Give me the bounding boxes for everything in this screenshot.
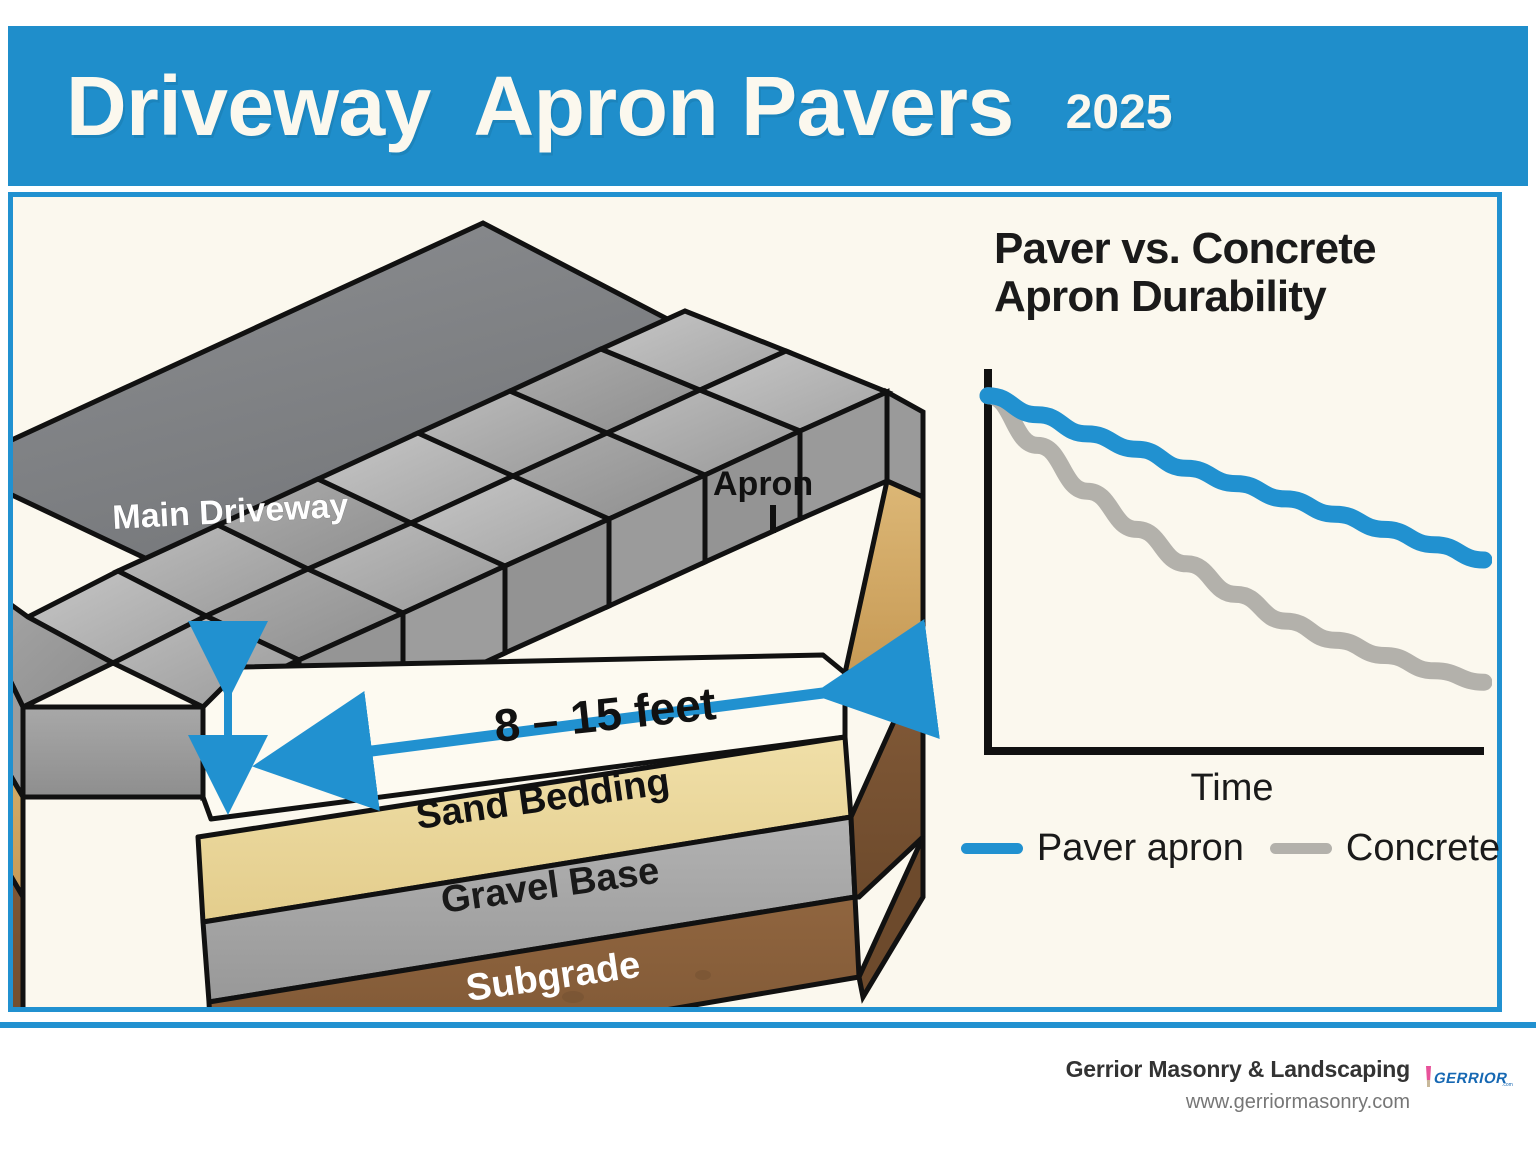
legend-item-paver-apron: Paver apron xyxy=(960,827,1244,870)
body-panel: Main Driveway Apron 8 – 15 feet Sand Bed… xyxy=(8,192,1502,1012)
driveway-cutaway-diagram: Main Driveway Apron 8 – 15 feet Sand Bed… xyxy=(13,197,958,1007)
chart-plot-area xyxy=(979,369,1492,755)
legend-swatch-concrete xyxy=(1269,843,1332,854)
footer-company-name: Gerrior Masonry & Landscaping xyxy=(1065,1056,1411,1082)
header-year-badge: 2025 xyxy=(1065,86,1173,139)
header-banner: Driveway Apron Pavers 2025 xyxy=(8,26,1528,186)
durability-chart: Paver vs. Concrete Apron Durability Time… xyxy=(958,197,1500,1007)
footer-divider xyxy=(0,1022,1536,1028)
soil-texture xyxy=(562,970,711,1003)
svg-text:GERRIOR: GERRIOR xyxy=(1432,1070,1509,1087)
footer-text-block: Gerrior Masonry & Landscaping www.gerrio… xyxy=(1065,1056,1411,1114)
legend-label-paver-apron: Paver apron xyxy=(1036,827,1244,869)
width-dimension-arrow[interactable] xyxy=(252,618,940,811)
page-title: Driveway Apron Pavers xyxy=(66,59,1014,153)
footer: Gerrior Masonry & Landscaping www.gerrio… xyxy=(0,1028,1536,1154)
gerrior-logo-icon: GERRIOR .com xyxy=(1426,1066,1513,1088)
chart-legend: Paver apron Concrete xyxy=(958,827,1503,870)
cutaway-svg: Main Driveway Apron 8 – 15 feet Sand Bed… xyxy=(13,220,940,1007)
chart-x-axis-label: Time xyxy=(1190,767,1274,809)
legend-label-concrete: Concrete xyxy=(1345,827,1501,869)
left-side-face xyxy=(13,680,26,1007)
label-apron: Apron xyxy=(713,465,813,503)
chart-series-concrete xyxy=(979,387,1492,691)
chart-series-paver-apron xyxy=(979,387,1492,569)
apron-paver-surface xyxy=(13,308,894,711)
legend-swatch-paver-apron xyxy=(960,843,1023,854)
svg-text:.com: .com xyxy=(1502,1082,1513,1088)
chart-title: Paver vs. Concrete Apron Durability xyxy=(994,224,1377,321)
legend-item-concrete: Concrete xyxy=(1269,827,1501,870)
footer-website-url[interactable]: www.gerriormasonry.com xyxy=(1185,1091,1410,1113)
